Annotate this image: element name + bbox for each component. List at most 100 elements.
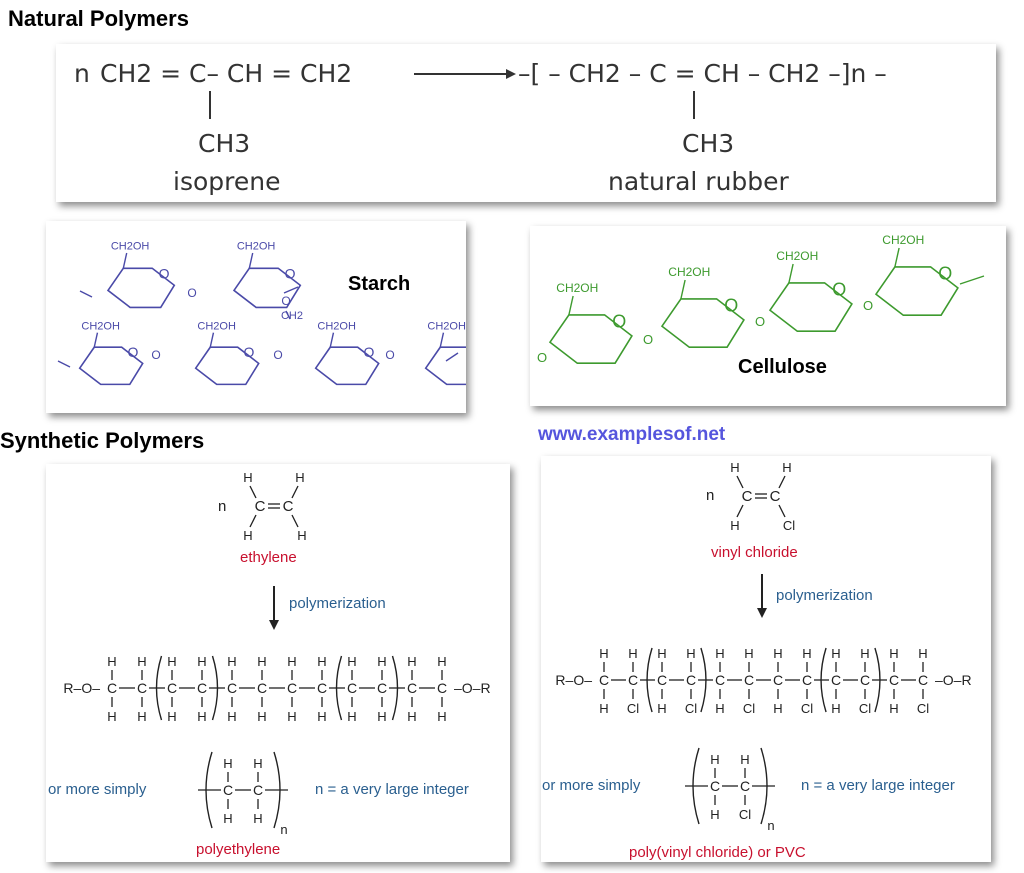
- pe-top-atom-2: H: [167, 654, 176, 669]
- starch-structure: OCH2OHOCH2OHOCH2OHOCH2OHOCH2OHOCH2OHOOCH…: [57, 241, 466, 386]
- pe-sub-bond-bl: [249, 514, 257, 528]
- pvc-label: poly(vinyl chloride) or PVC: [629, 844, 806, 861]
- pe-bottom-atom-0: H: [107, 709, 116, 724]
- natural-rubber-label: natural rubber: [608, 167, 790, 196]
- pvc-carbon-0: C: [599, 672, 609, 688]
- pvc-carbon-7: C: [802, 672, 812, 688]
- pvc-unit-top-atom-0: H: [710, 752, 719, 767]
- pe-top-atom-0: H: [107, 654, 116, 669]
- starch-bottom-0-sub-bond: [93, 332, 99, 348]
- cellulose-ring-2-sub-bond: [788, 263, 794, 284]
- pe-end-left: R–O–: [63, 680, 100, 696]
- rubber-reaction-panel: n CH2 = C– CH = CH2 CH3 isoprene –[ – CH…: [56, 44, 996, 202]
- rubber-chain: –[ – CH2 – C = CH – CH2 –]n –: [518, 59, 887, 88]
- isoprene-chain: CH2 = C– CH = CH2: [100, 59, 352, 88]
- pvc-bottom-atom-5: Cl: [743, 701, 755, 716]
- pe-n: n: [218, 498, 226, 515]
- starch-end-top: [79, 290, 93, 298]
- pvc-arrow-head: [757, 608, 767, 618]
- pvc-unit-carbon-1: C: [740, 778, 750, 794]
- pvc-diagram: n vinyl chloride polymerization or more …: [542, 460, 972, 861]
- pe-n-note: n = a very large integer: [315, 781, 469, 798]
- pvc-monomer-c2: C: [770, 488, 781, 505]
- pe-top-atom-5: H: [257, 654, 266, 669]
- pe-sub-bond-tl: [249, 485, 257, 499]
- cellulose-ring-1-sub-bond: [680, 279, 686, 300]
- pvc-sub-bond-tr: [778, 475, 786, 489]
- pvc-panel: n vinyl chloride polymerization or more …: [541, 456, 991, 862]
- pe-top-atom-10: H: [407, 654, 416, 669]
- starch-link-bottom-1: O: [273, 348, 282, 362]
- pe-unit-carbon-0: C: [223, 782, 233, 798]
- pe-bracket-open-0: [155, 655, 163, 721]
- pvc-bottom-atom-8: H: [831, 701, 840, 716]
- pe-bottom-atom-8: H: [347, 709, 356, 724]
- pvc-bottom-atom-11: Cl: [917, 701, 929, 716]
- website-link[interactable]: www.examplesof.net: [538, 424, 726, 445]
- reaction-arrow-head: [506, 69, 516, 79]
- pe-unit-bracket-close: [273, 751, 281, 829]
- pe-sub-bond-tr: [291, 485, 299, 499]
- pvc-sub-bond-tl: [736, 475, 744, 489]
- pvc-bottom-atom-7: Cl: [801, 701, 813, 716]
- isoprene-label: isoprene: [173, 167, 280, 196]
- pe-top-atom-6: H: [287, 654, 296, 669]
- pvc-unit-bracket-close: [760, 747, 768, 825]
- polyethylene-label: polyethylene: [196, 841, 280, 858]
- starch-end-right: [445, 352, 459, 362]
- natural-polymers-heading: Natural Polymers: [8, 6, 189, 31]
- pvc-bottom-atom-1: Cl: [627, 701, 639, 716]
- pe-carbon-7: C: [317, 680, 327, 696]
- pvc-bottom-atom-0: H: [599, 701, 608, 716]
- cellulose-ring-3-ring-oxygen: O: [938, 264, 952, 284]
- pe-arrow-head: [269, 620, 279, 630]
- pvc-top-atom-0: H: [599, 646, 608, 661]
- pe-bottom-atom-10: H: [407, 709, 416, 724]
- pvc-carbon-6: C: [773, 672, 783, 688]
- pvc-carbon-4: C: [715, 672, 725, 688]
- pvc-bottom-atom-10: H: [889, 701, 898, 716]
- starch-bridge-b: [285, 310, 291, 320]
- pvc-top-atom-3: H: [686, 646, 695, 661]
- starch-top-1-sub-bond: [248, 252, 254, 269]
- pe-sub-tr: H: [295, 470, 304, 485]
- pe-bottom-atom-11: H: [437, 709, 446, 724]
- pe-bracket-open-1: [335, 655, 343, 721]
- pvc-end-right: –O–R: [935, 672, 972, 688]
- cellulose-end-right: [959, 275, 985, 285]
- cellulose-ring-3-substituent: CH2OH: [882, 233, 924, 247]
- starch-bottom-2-substituent: CH2OH: [317, 320, 356, 332]
- polyethylene-diagram: n ethylene polymerization or more simply…: [48, 470, 491, 858]
- pe-monomer-c2: C: [283, 498, 294, 515]
- starch-top-1-substituent: CH2OH: [237, 241, 276, 253]
- pvc-unit-subscript-n: n: [767, 818, 774, 833]
- pvc-top-atom-11: H: [918, 646, 927, 661]
- vinyl-chloride-label: vinyl chloride: [711, 544, 798, 561]
- pvc-top-atom-7: H: [802, 646, 811, 661]
- pe-bottom-atom-5: H: [257, 709, 266, 724]
- pvc-bracket-close-0: [700, 647, 707, 713]
- starch-bridge-ch2: CH2: [281, 310, 303, 322]
- pvc-bottom-atom-3: Cl: [685, 701, 697, 716]
- pvc-bracket-open-1: [820, 647, 827, 713]
- starch-bottom-3-substituent: CH2OH: [427, 320, 466, 332]
- pvc-sub-tl: H: [730, 460, 739, 475]
- pvc-sub-bl: H: [730, 518, 739, 533]
- starch-end-left: [57, 360, 71, 368]
- pvc-top-atom-5: H: [744, 646, 753, 661]
- cellulose-ring-0-sub-bond: [568, 295, 574, 316]
- pe-end-right: –O–R: [454, 680, 491, 696]
- pvc-bottom-atom-6: H: [773, 701, 782, 716]
- starch-top-0-sub-bond: [122, 252, 128, 269]
- pvc-top-atom-4: H: [715, 646, 724, 661]
- ethylene-label: ethylene: [240, 549, 297, 566]
- pe-bottom-atom-2: H: [167, 709, 176, 724]
- starch-top-0-substituent: CH2OH: [111, 241, 150, 253]
- pvc-monomer-c1: C: [742, 488, 753, 505]
- cellulose-ring-0-ring-oxygen: O: [612, 312, 626, 332]
- cellulose-label: Cellulose: [738, 356, 827, 378]
- starch-panel: OCH2OHOCH2OHOCH2OHOCH2OHOCH2OHOCH2OHOOCH…: [46, 221, 466, 413]
- cellulose-link-1: O: [755, 314, 765, 329]
- starch-bottom-0-ring-oxygen: O: [128, 344, 139, 360]
